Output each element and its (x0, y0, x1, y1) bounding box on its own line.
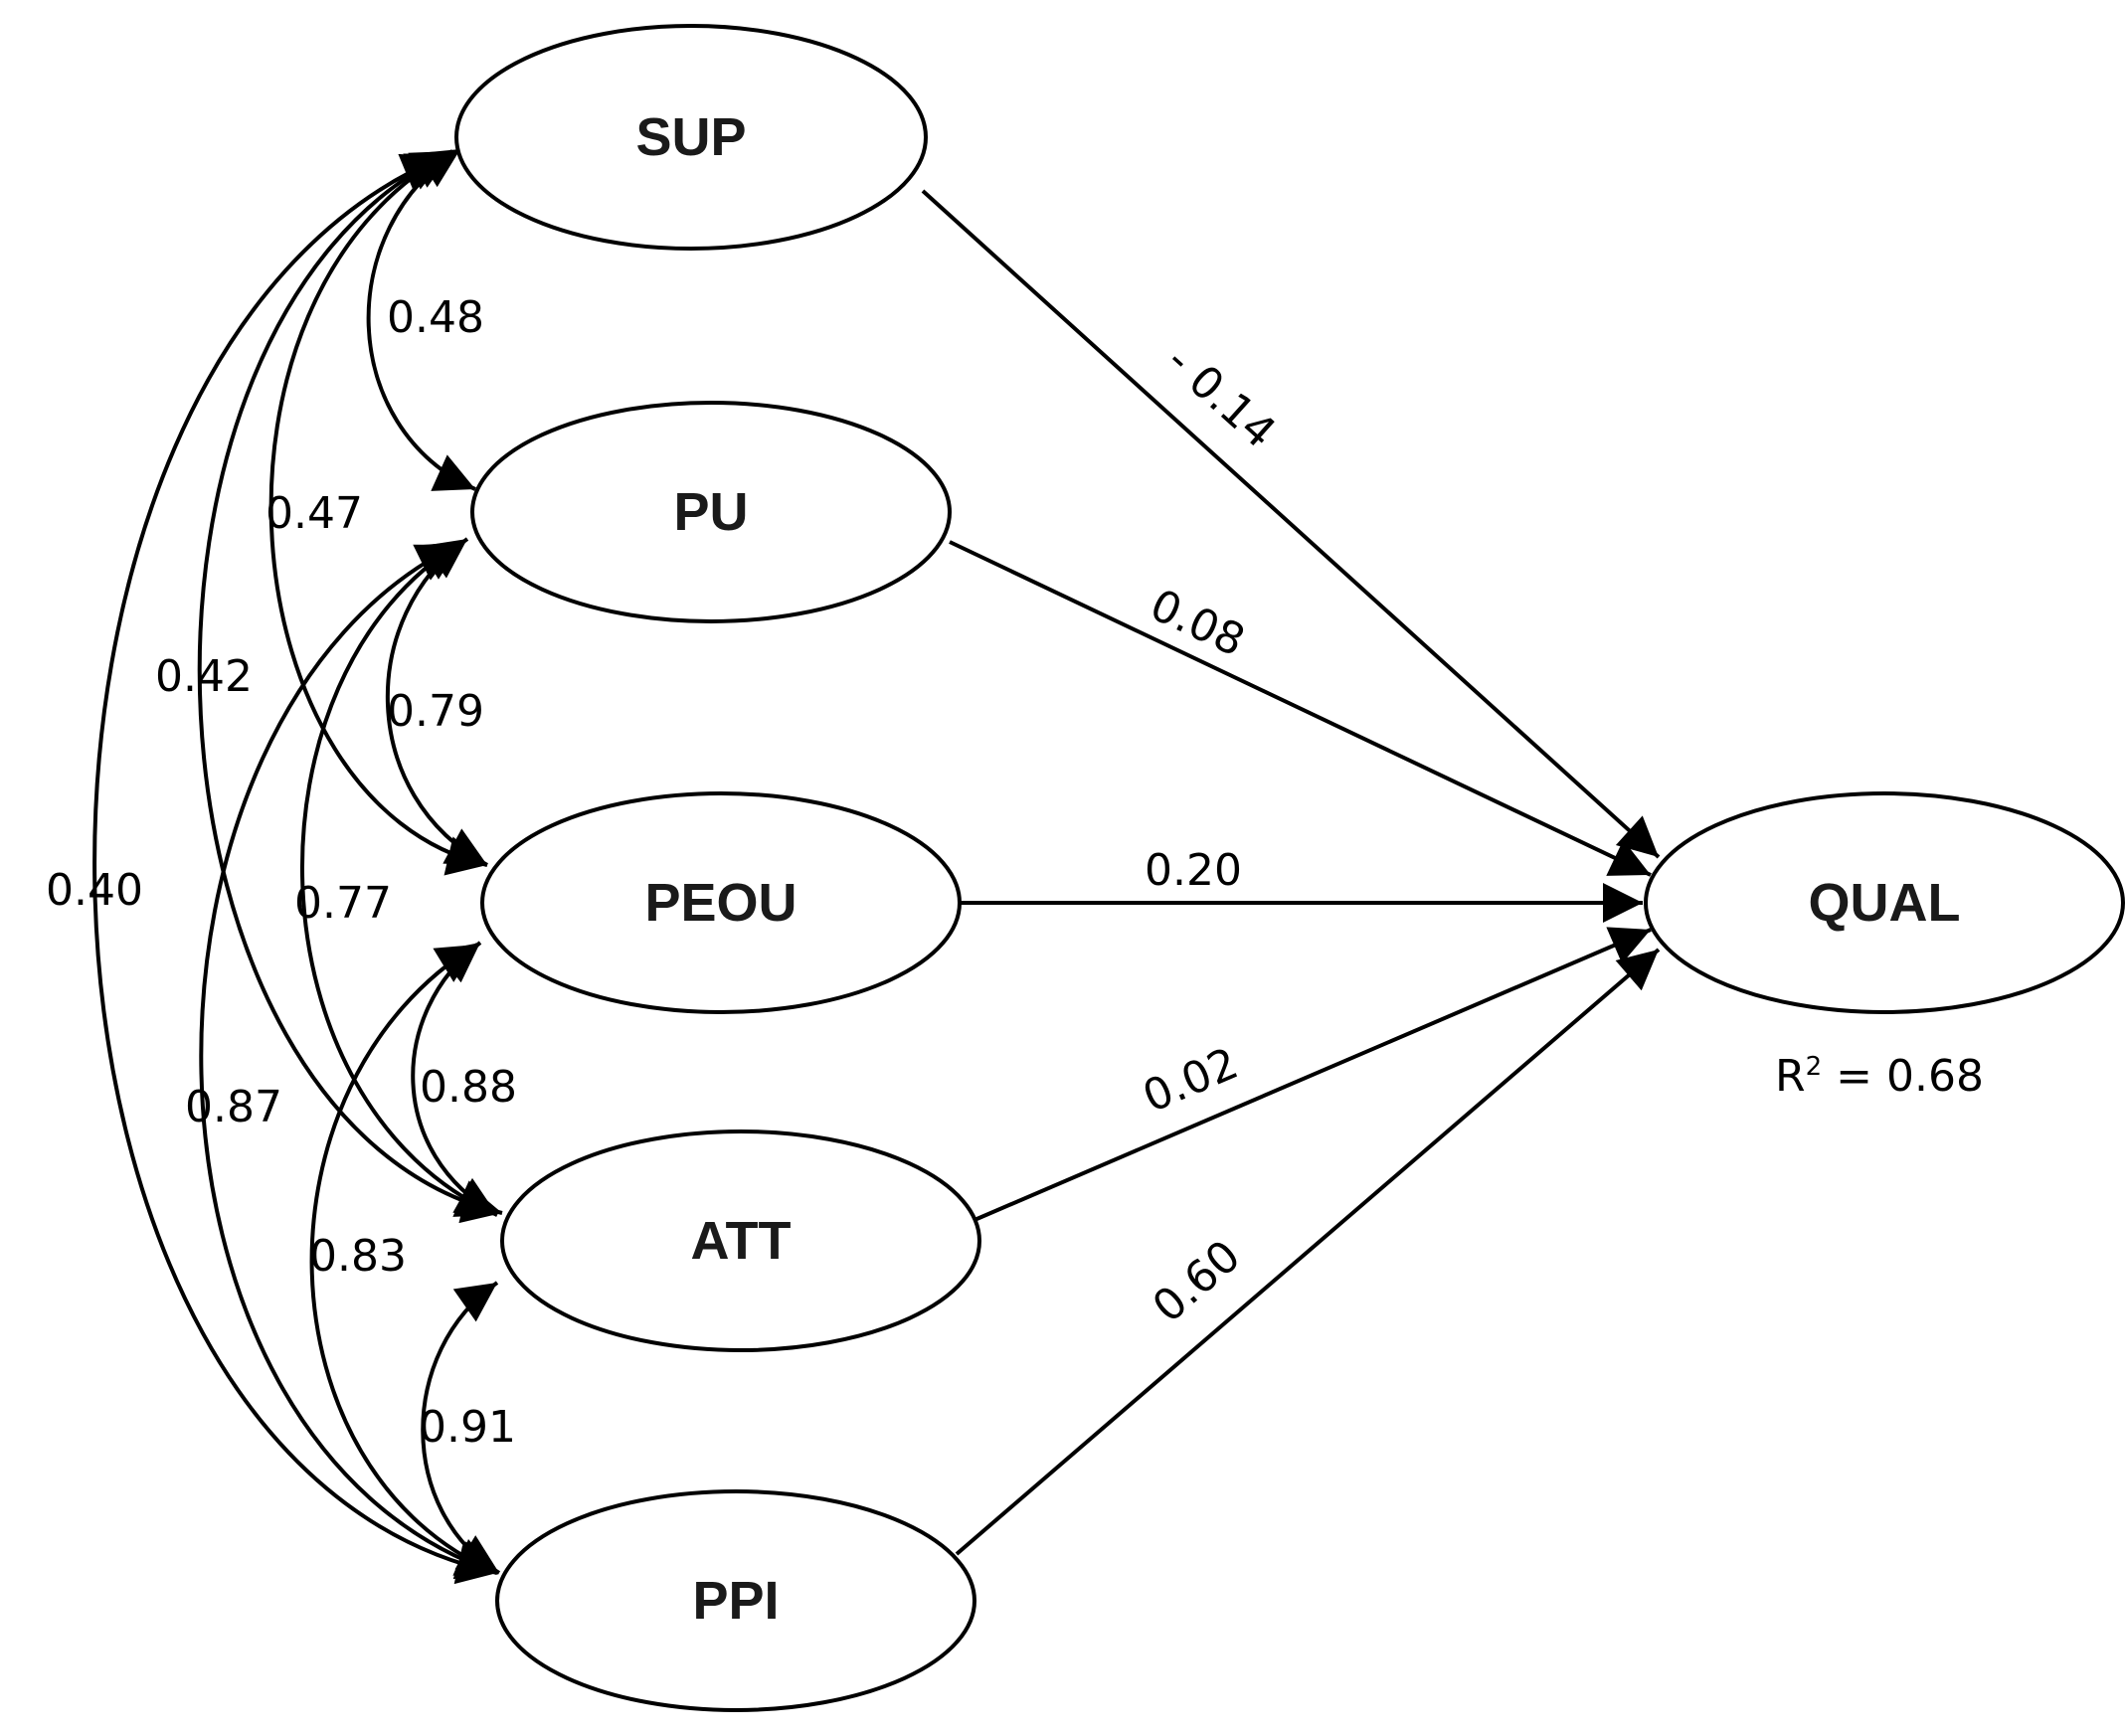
path-label-sup-qual: - 0.14 (1156, 336, 1285, 458)
path-sup-qual (921, 189, 1661, 859)
corr-arc-pu-ppi (199, 543, 498, 1580)
corr-label-pu-peou: 0.79 (387, 686, 484, 737)
corr-label-att-ppi: 0.91 (419, 1402, 516, 1453)
structural-paths (921, 189, 1661, 1556)
corr-label-sup-peou: 0.47 (266, 488, 363, 539)
path-labels: - 0.14 0.08 0.20 0.02 0.60 (1136, 336, 1285, 1333)
node-att-label: ATT (691, 1211, 792, 1271)
node-qual-label: QUAL (1809, 873, 1961, 933)
corr-arc-sup-peou (268, 149, 488, 876)
corr-label-sup-pu: 0.48 (387, 292, 484, 343)
path-label-pu-qual: 0.08 (1143, 580, 1252, 667)
node-ppi: PPI (495, 1489, 976, 1712)
node-peou-label: PEOU (644, 873, 797, 933)
path-label-peou-qual: 0.20 (1145, 845, 1242, 896)
node-att: ATT (500, 1129, 981, 1352)
corr-label-sup-att: 0.42 (155, 651, 253, 702)
path-att-qual (974, 927, 1652, 1222)
node-peou-ellipse (480, 791, 962, 1014)
node-sup: SUP (454, 24, 928, 251)
corr-arc-sup-ppi (92, 154, 498, 1585)
node-sup-ellipse (454, 24, 928, 251)
r-squared-suffix: = 0.68 (1822, 1051, 1984, 1102)
path-pu-qual (949, 540, 1652, 877)
node-pu: PU (470, 401, 952, 623)
node-qual: QUAL (1644, 791, 2125, 1014)
node-att-ellipse (500, 1129, 981, 1352)
node-ppi-ellipse (495, 1489, 976, 1712)
path-ppi-qual (955, 948, 1661, 1556)
corr-label-pu-ppi: 0.87 (185, 1082, 282, 1132)
node-sup-label: SUP (635, 107, 746, 167)
node-pu-ellipse (470, 401, 952, 623)
corr-label-peou-ppi: 0.83 (309, 1231, 407, 1282)
r-squared-prefix: R (1775, 1051, 1806, 1102)
corr-arc-peou-ppi (309, 943, 498, 1576)
corr-arc-att-ppi (421, 1281, 501, 1575)
node-qual-ellipse (1644, 791, 2125, 1014)
node-ppi-label: PPI (692, 1571, 779, 1631)
corr-label-peou-att: 0.88 (420, 1062, 517, 1113)
correlation-arcs (92, 147, 503, 1585)
corr-label-sup-ppi: 0.40 (46, 865, 143, 916)
node-peou: PEOU (480, 791, 962, 1014)
node-pu-label: PU (673, 482, 748, 542)
r-squared-superscript: 2 (1806, 1052, 1823, 1082)
corr-arc-sup-att (197, 152, 503, 1224)
r-squared-label: R2 = 0.68 (1775, 1051, 1984, 1102)
correlation-labels: 0.48 0.47 0.42 0.40 0.79 0.77 0.87 0.88 … (46, 292, 517, 1453)
corr-label-pu-att: 0.77 (294, 878, 392, 929)
corr-arc-pu-att (300, 540, 498, 1217)
